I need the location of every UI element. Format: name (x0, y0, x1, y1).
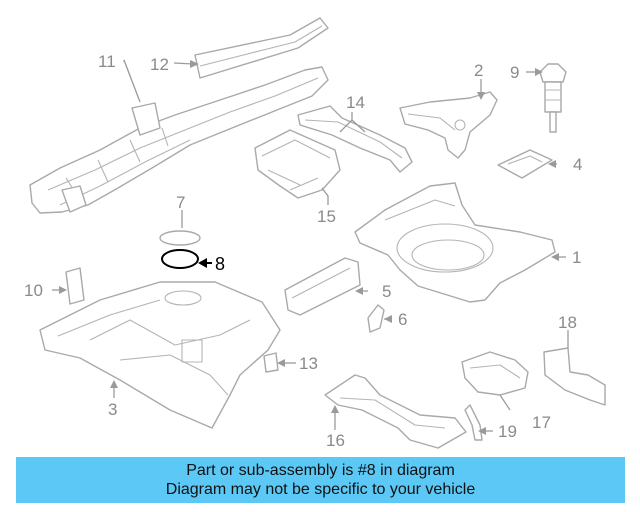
callout-11: 11 (98, 52, 116, 71)
callout-1: 1 (572, 248, 581, 267)
callout-3: 3 (108, 400, 117, 419)
callout-17: 17 (532, 413, 551, 432)
side-rail-part (29, 17, 329, 214)
deflector-part (543, 347, 606, 406)
shock-absorber-part (539, 63, 567, 133)
plug-part (159, 230, 201, 246)
hook-part (464, 404, 483, 441)
parts-diagram: 1 2 3 4 5 6 7 8 9 10 11 12 13 14 15 16 1… (24, 17, 606, 450)
small-bracket-part (497, 149, 553, 179)
callout-13: 13 (299, 354, 318, 373)
banner-line-part-number: Part or sub-assembly is #8 in diagram (186, 462, 455, 479)
callout-18: 18 (558, 313, 577, 332)
rear-floor-pan-part (39, 281, 281, 429)
callout-5: 5 (382, 282, 391, 301)
callout-4: 4 (573, 155, 582, 174)
lower-support-part (324, 374, 467, 449)
clip-part (263, 352, 279, 373)
callout-9: 9 (510, 63, 519, 82)
small-post-part (65, 267, 85, 305)
callout-8-highlighted: 8 (215, 254, 225, 274)
callout-19: 19 (498, 422, 517, 441)
grommet-part-highlighted (161, 249, 199, 269)
info-banner: Part or sub-assembly is #8 in diagram Di… (16, 457, 625, 503)
heat-shield-part (461, 351, 529, 396)
callout-6: 6 (398, 310, 407, 329)
banner-line-disclaimer: Diagram may not be specific to your vehi… (165, 481, 476, 498)
mount-bracket-part (254, 129, 341, 199)
brace-part (399, 91, 498, 159)
callout-15: 15 (317, 207, 336, 226)
callout-7: 7 (176, 193, 185, 212)
rear-rail-part (284, 257, 361, 316)
callout-12: 12 (150, 55, 169, 74)
leader-lines (52, 59, 569, 435)
callout-14: 14 (346, 93, 365, 112)
callout-2: 2 (474, 61, 483, 80)
tab-bracket-part (367, 304, 385, 333)
callout-16: 16 (326, 431, 345, 450)
crossmember-part (297, 105, 413, 173)
callout-10: 10 (24, 281, 43, 300)
spare-wheel-well-part (354, 182, 556, 303)
